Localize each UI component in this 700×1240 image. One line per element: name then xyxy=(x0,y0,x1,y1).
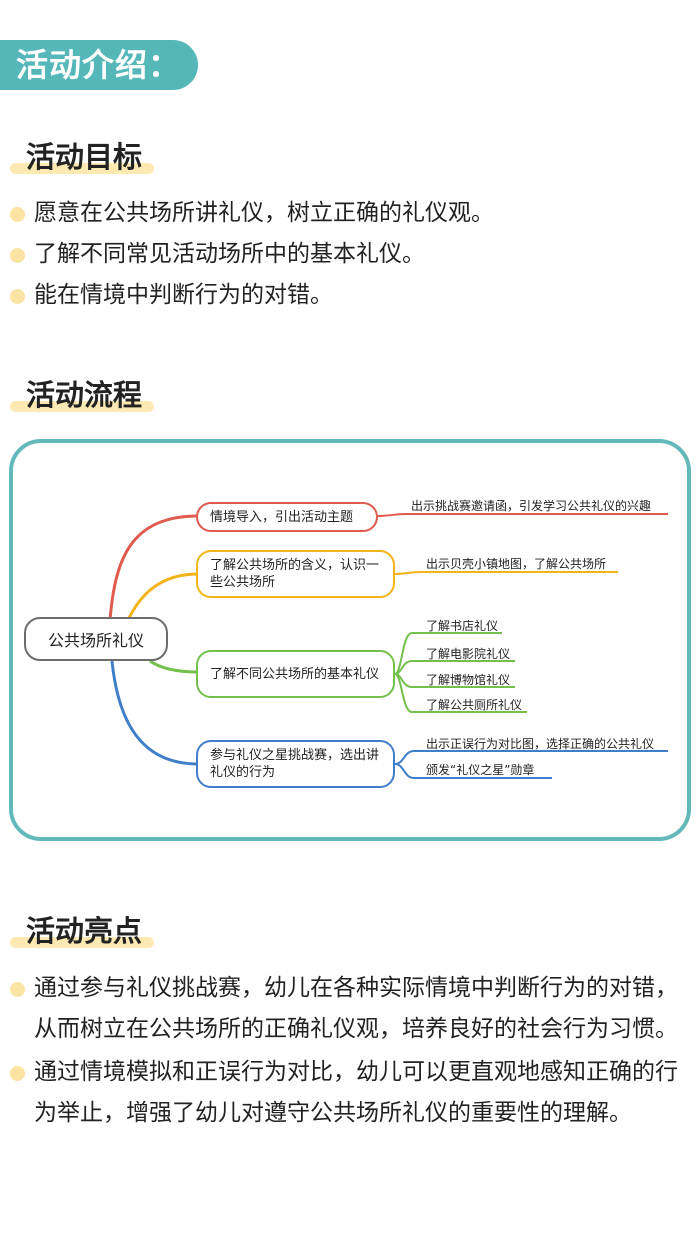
goals-title-text: 活动目标 xyxy=(26,140,143,174)
bullet-dot-icon xyxy=(10,1066,25,1081)
leaf-restroom: 了解公共厕所礼仪 xyxy=(426,698,523,712)
goals-list: 愿意在公共场所讲礼仪，树立正确的礼仪观。 了解不同常见活动场所中的基本礼仪。 能… xyxy=(8,193,688,316)
leaf-bookstore: 了解书店礼仪 xyxy=(426,619,499,633)
highlights-title: 活动亮点 xyxy=(10,908,155,950)
bullet-dot-icon xyxy=(10,248,25,263)
leaf-line-blue-2 xyxy=(394,763,552,779)
highlights-title-text: 活动亮点 xyxy=(26,914,143,948)
leaf-medal: 颁发“礼仪之星”勋章 xyxy=(426,763,535,777)
branch-challenge: 参与礼仪之星挑战赛，选出讲礼仪的行为 xyxy=(196,740,395,788)
bullet-dot-icon xyxy=(10,289,25,304)
branch-etiquette: 了解不同公共场所的基本礼仪 xyxy=(196,650,395,698)
leaf-map: 出示贝壳小镇地图，了解公共场所 xyxy=(426,557,607,571)
leaf-invitation: 出示挑战赛邀请函，引发学习公共礼仪的兴趣 xyxy=(411,499,652,513)
section-banner: 活动介绍： xyxy=(0,40,198,90)
connector-red xyxy=(108,514,199,621)
process-title: 活动流程 xyxy=(10,372,155,414)
goals-title: 活动目标 xyxy=(10,134,155,176)
leaf-line-red xyxy=(377,513,668,517)
list-item: 通过参与礼仪挑战赛，幼儿在各种实际情境中判断行为的对错，从而树立在公共场所的正确… xyxy=(8,968,678,1050)
list-item: 了解不同常见活动场所中的基本礼仪。 xyxy=(8,234,688,275)
mindmap-root: 公共场所礼仪 xyxy=(24,617,168,661)
list-item: 愿意在公共场所讲礼仪，树立正确的礼仪观。 xyxy=(8,193,688,234)
bullet-dot-icon xyxy=(10,207,25,222)
process-title-text: 活动流程 xyxy=(26,378,143,412)
list-item: 能在情境中判断行为的对错。 xyxy=(8,275,688,316)
leaf-museum: 了解博物馆礼仪 xyxy=(426,673,511,687)
leaf-line-yellow xyxy=(394,571,618,575)
branch-meaning: 了解公共场所的含义，认识一些公共场所 xyxy=(196,550,395,598)
connector-green xyxy=(149,659,199,674)
connector-yellow xyxy=(126,572,199,621)
leaf-compare: 出示正误行为对比图，选择正确的公共礼仪 xyxy=(426,737,655,751)
leaf-cinema: 了解电影院礼仪 xyxy=(426,647,511,661)
connector-blue xyxy=(110,660,199,766)
branch-intro: 情境导入，引出活动主题 xyxy=(196,502,378,532)
leaf-line-green-4 xyxy=(394,673,527,713)
bullet-dot-icon xyxy=(10,982,25,997)
list-item: 通过情境模拟和正误行为对比，幼儿可以更直观地感知正确的行为举止，增强了幼儿对遵守… xyxy=(8,1052,678,1134)
highlights-list: 通过参与礼仪挑战赛，幼儿在各种实际情境中判断行为的对错，从而树立在公共场所的正确… xyxy=(8,968,678,1134)
